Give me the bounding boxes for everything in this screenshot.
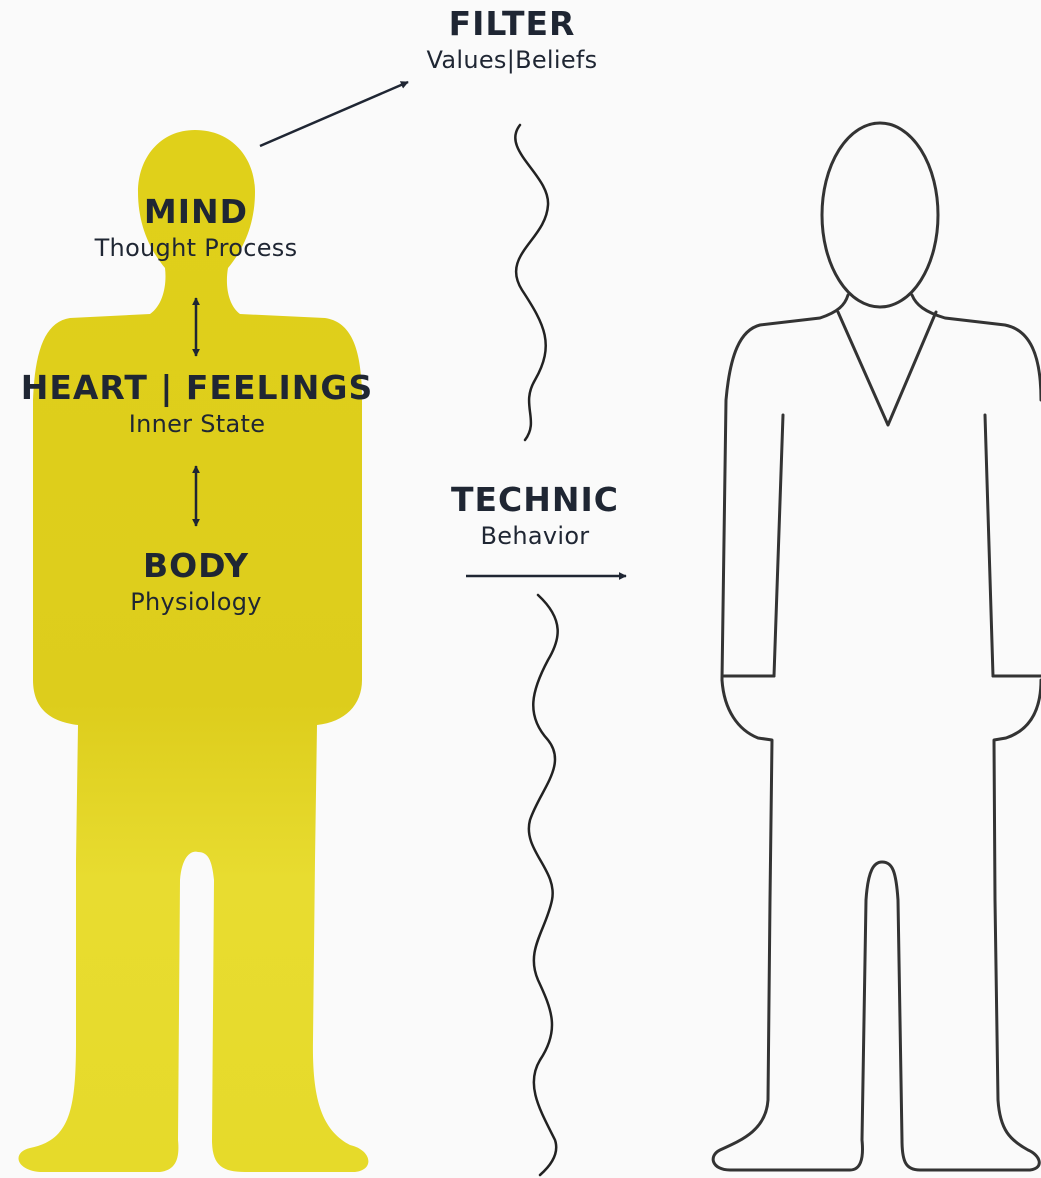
filter-title: FILTER [392, 4, 632, 44]
mind-label: MIND Thought Process [46, 192, 346, 264]
outer-figure-right-arm-line [985, 415, 993, 676]
mind-to-filter-arrow [260, 82, 408, 146]
inner-figure-silhouette [19, 130, 369, 1172]
wavy-divider-bottom [529, 595, 558, 1175]
outer-figure-body [713, 295, 1041, 1170]
filter-label: FILTER Values|Beliefs [392, 4, 632, 76]
heart-label: HEART | FEELINGS Inner State [4, 368, 390, 440]
wavy-divider-top [515, 125, 548, 440]
outer-figure-v-neck [838, 312, 936, 425]
outer-figure-right-shoulder [912, 295, 1041, 400]
filter-subtitle: Values|Beliefs [392, 44, 632, 76]
heart-subtitle: Inner State [4, 408, 390, 440]
body-label: BODY Physiology [46, 546, 346, 618]
technic-subtitle: Behavior [420, 520, 650, 552]
technic-title: TECHNIC [420, 480, 650, 520]
body-title: BODY [46, 546, 346, 586]
outer-figure-left-arm-line [774, 415, 783, 676]
mind-title: MIND [46, 192, 346, 232]
mind-subtitle: Thought Process [46, 232, 346, 264]
body-subtitle: Physiology [46, 586, 346, 618]
technic-label: TECHNIC Behavior [420, 480, 650, 552]
heart-title: HEART | FEELINGS [4, 368, 390, 408]
outer-figure-outline [713, 123, 1041, 1170]
outer-figure-head [822, 123, 938, 307]
